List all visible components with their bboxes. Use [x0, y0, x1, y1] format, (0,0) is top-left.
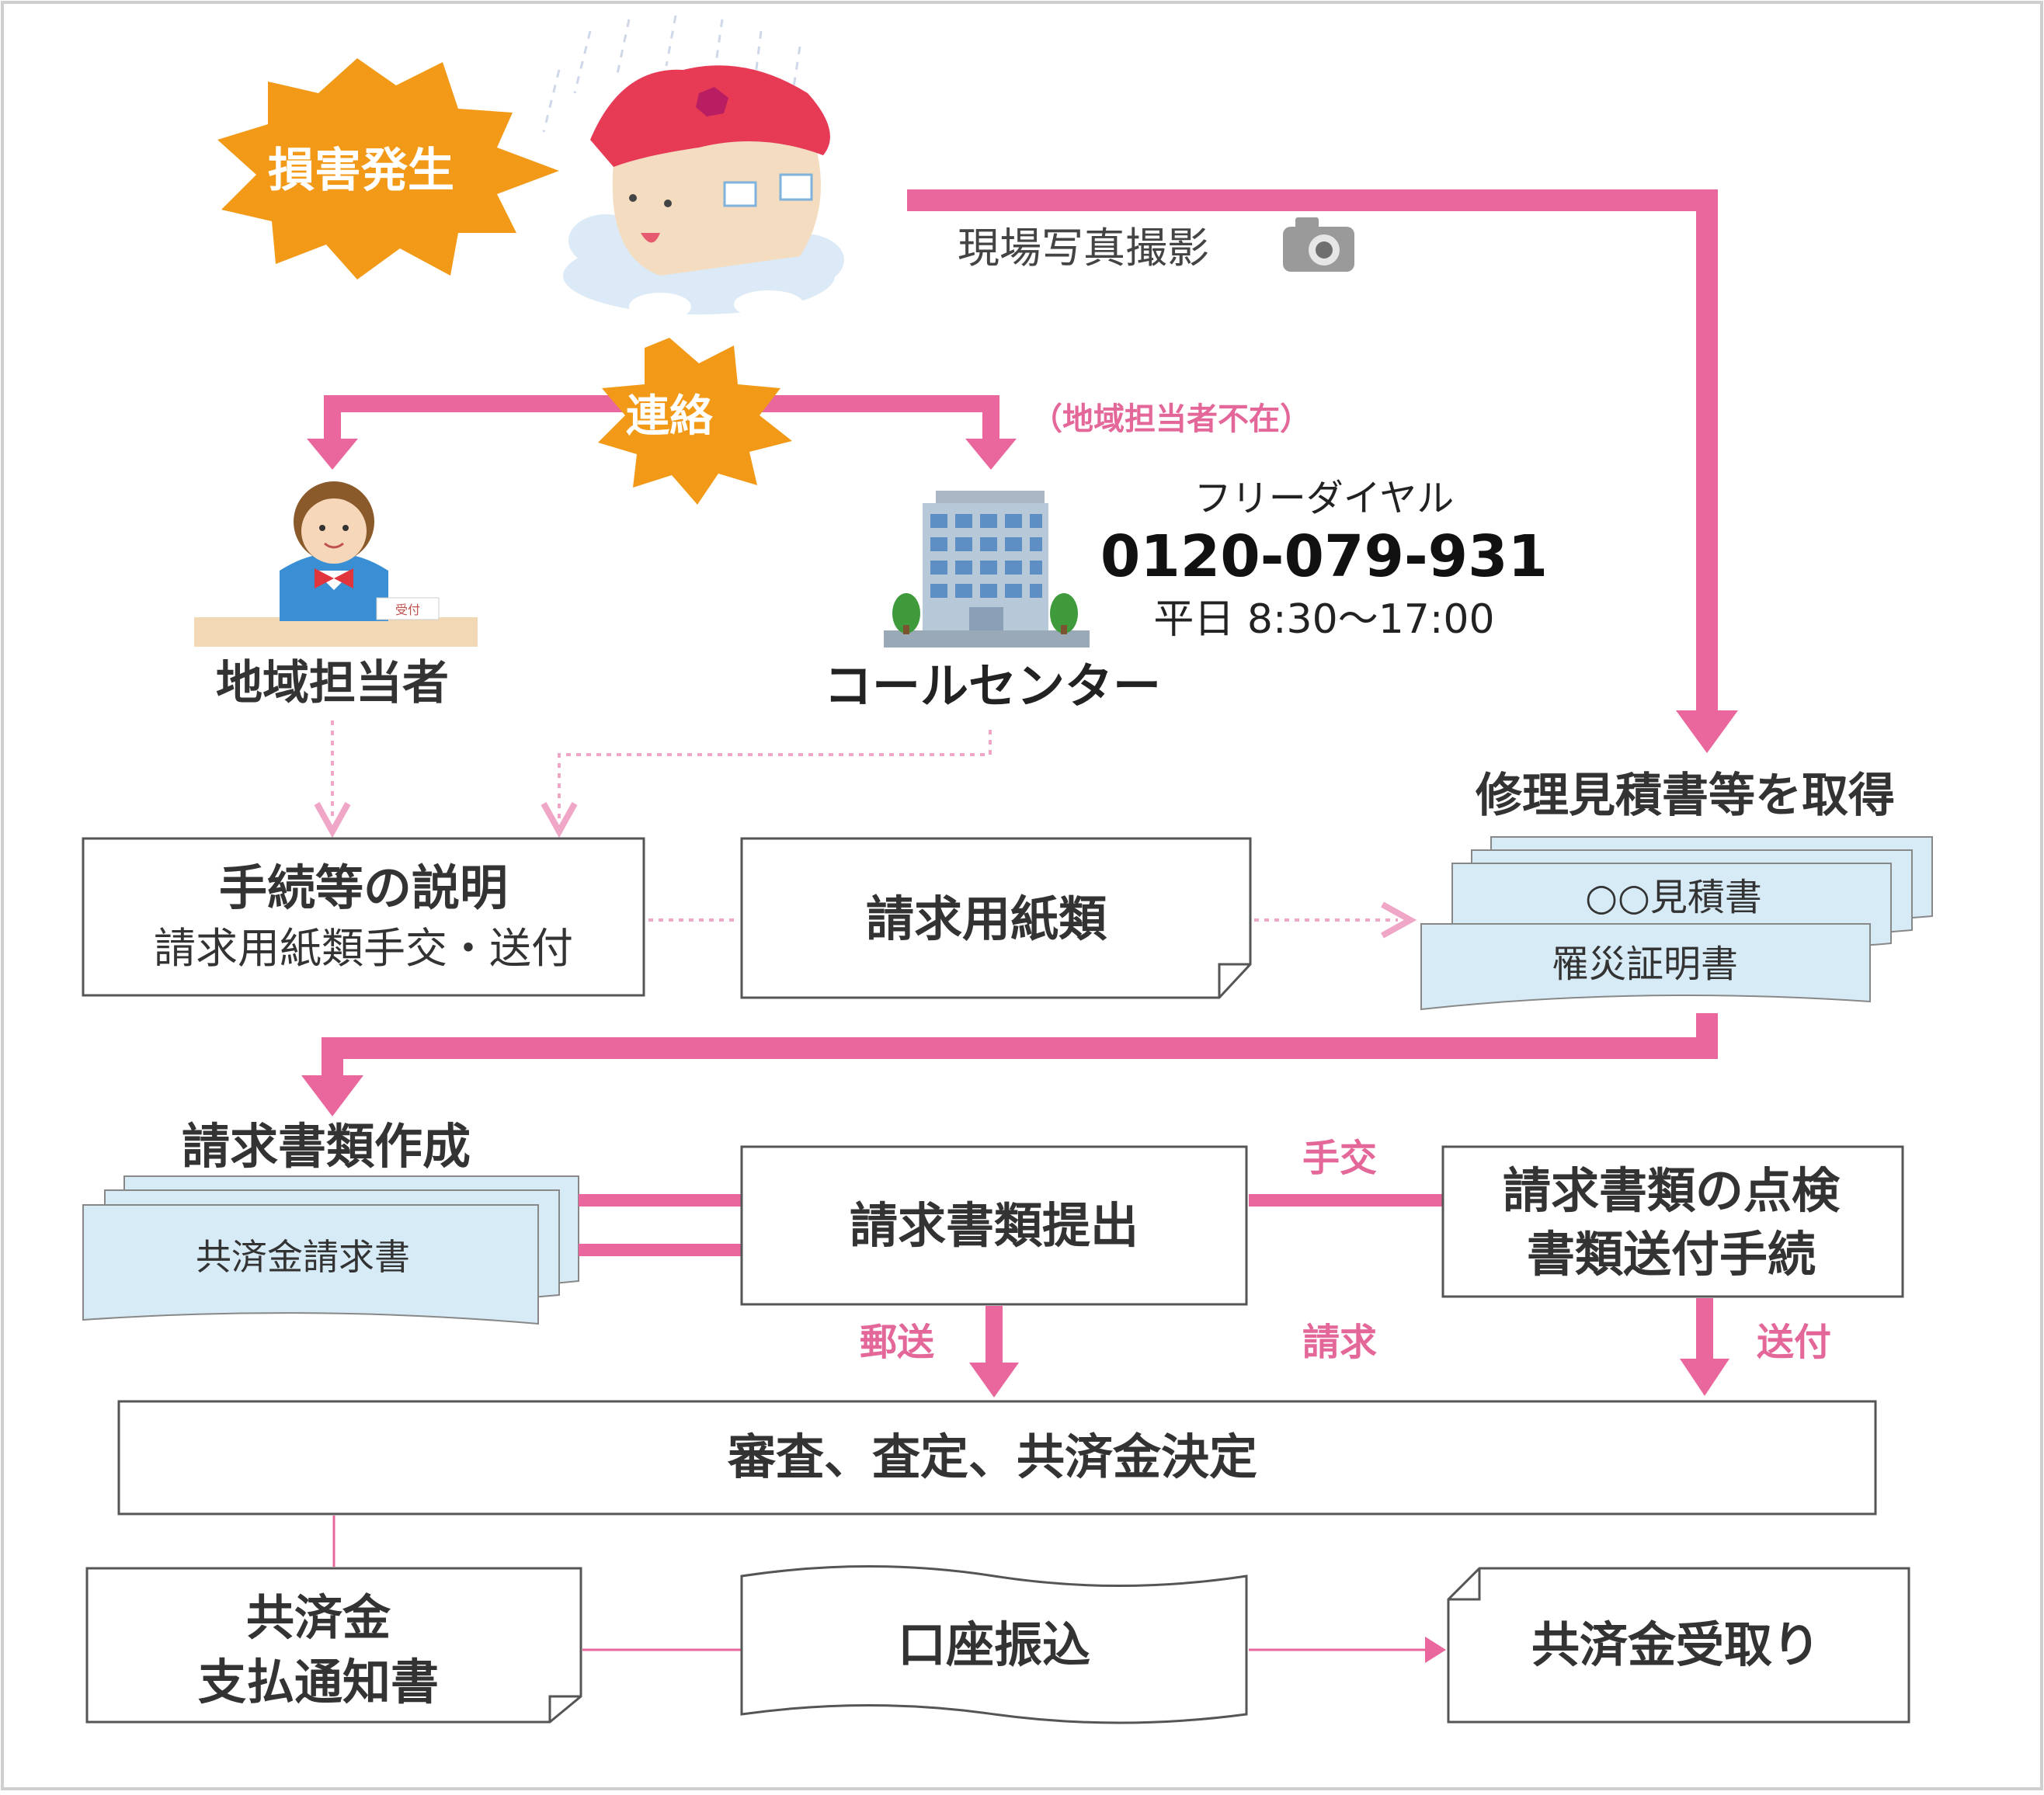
- photo-label: 現場写真撮影: [958, 224, 1209, 273]
- forms-box: [740, 837, 1252, 999]
- claim-doc-label: 共済金請求書: [196, 1236, 410, 1278]
- staff-icon: 受付: [194, 481, 478, 647]
- disaster-cert-label: 罹災証明書: [1552, 943, 1738, 986]
- explain-box: [82, 837, 645, 997]
- camera-icon: [1283, 217, 1354, 272]
- explain-title: 手続等の説明: [219, 859, 508, 916]
- notice-box: [85, 1567, 582, 1724]
- submit-check-line: [1249, 1194, 1443, 1207]
- photo-flow-line: [907, 189, 1718, 714]
- building-icon: [884, 491, 1090, 648]
- absent-note: （地域担当者不在）: [1031, 401, 1311, 437]
- create-submit-line-2: [579, 1244, 742, 1256]
- send-label: 送付: [1757, 1321, 1831, 1364]
- claim-label: 請求: [1302, 1321, 1377, 1364]
- phone-number: 0120-079-931: [1100, 523, 1548, 590]
- reception-sign: 受付: [395, 602, 420, 617]
- damage-burst-icon: 損害発生: [217, 58, 559, 279]
- submit-label: 請求書類提出: [850, 1197, 1138, 1254]
- obtain-title: 修理見積書等を取得: [1476, 769, 1895, 823]
- notice-line1: 共済金: [246, 1589, 391, 1646]
- estimate-documents: ○○見積書 罹災証明書: [1420, 836, 1933, 1011]
- estimate-doc-label: ○○見積書: [1585, 876, 1762, 919]
- contact-burst-icon: 連絡: [598, 338, 792, 505]
- review-label: 審査、査定、共済金決定: [727, 1429, 1257, 1485]
- obtain-to-create-line: [322, 1013, 1718, 1079]
- check-line2: 書類送付手続: [1527, 1226, 1816, 1283]
- review-box: [117, 1400, 1877, 1516]
- create-title: 請求書類作成: [182, 1118, 471, 1175]
- receive-box: [1447, 1567, 1910, 1724]
- mail-label: 郵送: [860, 1321, 934, 1364]
- local-staff-label: 地域担当者: [216, 656, 449, 710]
- submit-box: [740, 1145, 1248, 1306]
- contact-label: 連絡: [626, 391, 714, 442]
- arrow-head-mail: [969, 1363, 1019, 1397]
- arrow-head-receive: [1425, 1637, 1446, 1663]
- handover-label: 手交: [1302, 1137, 1377, 1180]
- create-submit-line-1: [579, 1194, 742, 1207]
- free-dial-label: フリーダイヤル: [1194, 477, 1455, 520]
- damage-label: 損害発生: [268, 144, 454, 198]
- arrow-head-obtain: [1676, 710, 1738, 753]
- call-center-label: コールセンター: [824, 658, 1161, 714]
- explain-sub: 請求用紙類手交・送付: [154, 924, 573, 973]
- flooded-house-icon: [542, 15, 844, 321]
- notice-line2: 支払通知書: [198, 1654, 439, 1710]
- receive-label: 共済金受取り: [1531, 1616, 1820, 1673]
- check-box: [1441, 1145, 1904, 1298]
- arrow-head-create: [301, 1075, 363, 1116]
- business-hours: 平日 8:30～17:00: [1153, 596, 1494, 643]
- claim-documents: 共済金請求書: [82, 1175, 579, 1325]
- transfer-label: 口座振込: [898, 1616, 1090, 1673]
- arrow-head-send: [1680, 1359, 1729, 1396]
- transfer-box: [740, 1565, 1248, 1724]
- forms-label: 請求用紙類: [866, 891, 1107, 947]
- check-line1: 請求書類の点検: [1503, 1162, 1841, 1219]
- dotted-center-to-explain: [559, 730, 992, 819]
